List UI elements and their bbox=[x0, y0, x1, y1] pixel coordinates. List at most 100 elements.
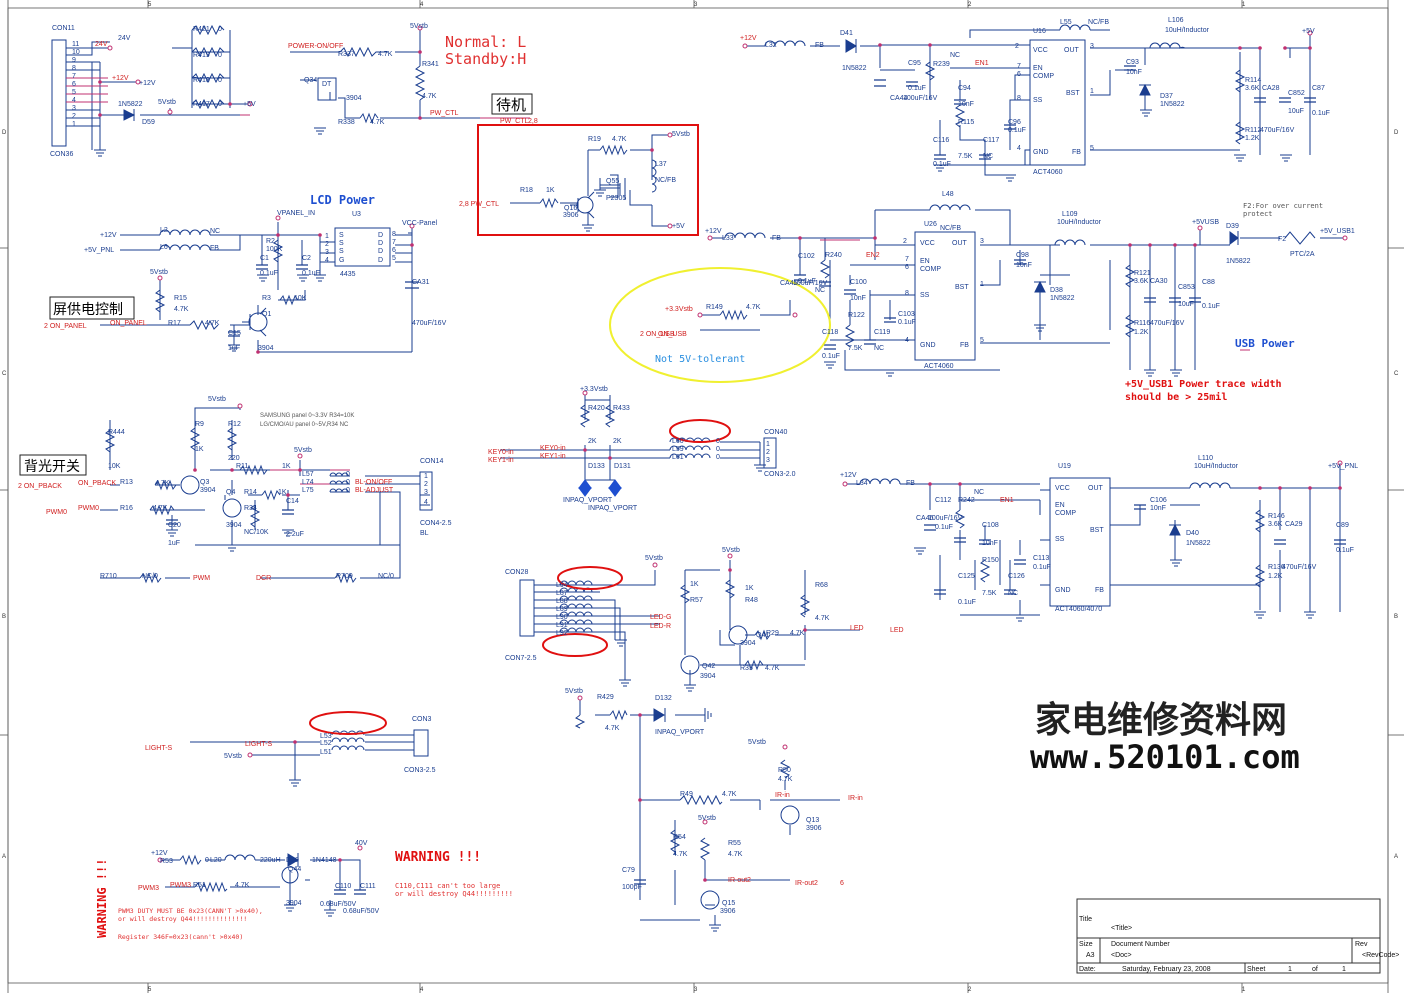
component-label-dcr: DCR bbox=[256, 575, 271, 582]
component-label-u19gnd: GND bbox=[1055, 587, 1071, 594]
component-label-c94: C94 bbox=[958, 85, 971, 92]
component-label-con36: CON36 bbox=[50, 151, 73, 158]
size-value: A3 bbox=[1086, 952, 1095, 959]
component-label-u19en: EN bbox=[1055, 502, 1065, 509]
component-label-c14: C14 bbox=[286, 498, 299, 505]
component-label-c93: C93 bbox=[1126, 59, 1139, 66]
component-label-r337v: 4.7K bbox=[378, 51, 393, 58]
component-label-lights: LIGHT-S bbox=[145, 745, 173, 752]
component-label-r2: R2 bbox=[266, 238, 275, 245]
component-label-r51: R51 bbox=[193, 882, 206, 889]
component-label-q1: Q1 bbox=[262, 311, 271, 318]
component-label-z9: 0 bbox=[716, 446, 720, 453]
component-label-pin5: 5 bbox=[72, 89, 76, 96]
component-label-l37v: NC/FB bbox=[655, 177, 676, 184]
component-label-v5c: +5V bbox=[1302, 28, 1315, 35]
component-label-p4: 4 bbox=[424, 499, 428, 506]
notes: Normal: L Standby:H 待机 LCD Power 屏供电控制 背… bbox=[19, 33, 1323, 941]
f2-note-2: protect bbox=[1243, 210, 1273, 218]
component-label-c125v: 0.1uF bbox=[958, 599, 976, 606]
component-label-u26p: ACT4060 bbox=[924, 363, 954, 370]
component-label-pin7: 7 bbox=[72, 73, 76, 80]
frame-col-label: 1 bbox=[1242, 987, 1246, 993]
component-label-v24b: 24V bbox=[118, 35, 131, 42]
component-label-pin6: 6 bbox=[72, 81, 76, 88]
component-label-v5stb5: 5Vstb bbox=[208, 396, 226, 403]
q34-body bbox=[317, 77, 337, 101]
component-label-c853: C853 bbox=[1178, 284, 1195, 291]
component-label-v12b: +12V bbox=[139, 80, 156, 87]
component-label-c108v: 10nF bbox=[982, 540, 998, 547]
backlight-cn-label: 背光开关 bbox=[24, 459, 80, 475]
component-label-v12g: +12V bbox=[151, 850, 168, 857]
component-label-z6: 0 bbox=[346, 479, 350, 486]
frame-col-label: 3 bbox=[694, 2, 698, 8]
component-label-u26n8: 8 bbox=[905, 290, 909, 297]
component-label-c112: C112 bbox=[935, 497, 951, 504]
component-label-r116: R116 bbox=[1134, 320, 1150, 327]
date-label: Date: bbox=[1079, 966, 1096, 973]
component-label-p2305: P2305 bbox=[606, 195, 626, 202]
component-label-c125: C125 bbox=[958, 573, 975, 580]
component-label-c96: C96 bbox=[1008, 119, 1021, 126]
component-label-u26comp: COMP bbox=[920, 266, 941, 273]
component-label-pin8: 8 bbox=[72, 65, 76, 72]
component-label-c100: C100 bbox=[850, 279, 867, 286]
component-label-q15p: 3906 bbox=[720, 908, 736, 915]
component-label-u16n6: 6 bbox=[1017, 71, 1021, 78]
component-label-c96v: 0.1uF bbox=[1008, 127, 1026, 134]
of-label: of bbox=[1312, 966, 1318, 973]
component-label-u16out: OUT bbox=[1064, 47, 1080, 54]
component-label-l48: L48 bbox=[942, 191, 954, 198]
component-label-v5a: +5V bbox=[243, 101, 256, 108]
component-label-v12e: +12V bbox=[705, 228, 722, 235]
component-label-onusb2: 2 ON_USB bbox=[640, 331, 675, 338]
component-label-l74: L74 bbox=[302, 479, 314, 486]
component-label-u26n5: 5 bbox=[980, 337, 984, 344]
component-label-u3p6: 6 bbox=[392, 247, 396, 254]
component-label-r68v: 4.7K bbox=[815, 615, 830, 622]
component-label-q1p: 3904 bbox=[258, 345, 274, 352]
component-label-l91: L91 bbox=[556, 622, 568, 629]
lcd-power-title: LCD Power bbox=[310, 193, 375, 207]
component-label-c14v: 2.2uF bbox=[286, 531, 304, 538]
component-label-l106v: 10uH/Inductor bbox=[1165, 27, 1210, 34]
component-label-r121v: 3.6K bbox=[1134, 278, 1149, 285]
component-label-f2: F2 bbox=[1278, 236, 1286, 243]
component-label-c1: C1 bbox=[260, 255, 269, 262]
component-label-r710v: NC/0 bbox=[142, 573, 158, 580]
component-label-c118v: 0.1uF bbox=[822, 353, 840, 360]
component-label-l32v: FB bbox=[815, 42, 824, 49]
component-label-u26n3: 3 bbox=[980, 238, 984, 245]
frame-col-label: 2 bbox=[968, 2, 972, 8]
component-label-r49v: 4.7K bbox=[722, 791, 737, 798]
component-label-v5stb10: 5Vstb bbox=[224, 753, 242, 760]
frame-col-label: 4 bbox=[420, 987, 424, 993]
component-label-led2: LED bbox=[890, 627, 904, 634]
title-block: Title <Title> Size A3 Document Number <D… bbox=[1079, 916, 1399, 973]
title-label: Title bbox=[1079, 916, 1092, 923]
component-label-pwm: PWM bbox=[193, 575, 210, 582]
frame-col-label: 1 bbox=[1242, 2, 1246, 8]
component-label-q15: Q15 bbox=[722, 900, 735, 907]
capacitor-symbols bbox=[166, 65, 1346, 895]
component-label-u3: U3 bbox=[352, 211, 361, 218]
component-label-r17v: 4.7K bbox=[205, 320, 220, 327]
watermark-url: www.520101.com bbox=[1030, 738, 1300, 776]
sheet-value: 1 bbox=[1288, 966, 1292, 973]
component-label-d39: D39 bbox=[1226, 223, 1239, 230]
component-label-u26ss: SS bbox=[920, 292, 930, 299]
component-label-l33v: FB bbox=[772, 235, 781, 242]
component-label-l33: L33 bbox=[722, 235, 734, 242]
component-label-l75: L75 bbox=[302, 487, 314, 494]
component-label-c2: C2 bbox=[302, 255, 311, 262]
component-label-r14: R14 bbox=[244, 489, 257, 496]
component-label-r444: R444 bbox=[108, 429, 125, 436]
component-label-irin2: IR-in bbox=[848, 795, 863, 802]
frame-row-label: B bbox=[2, 614, 6, 620]
component-label-u26gnd: GND bbox=[920, 342, 936, 349]
component-label-r3: R3 bbox=[262, 295, 271, 302]
component-label-d133: D133 bbox=[588, 463, 605, 470]
u16-body bbox=[1029, 39, 1086, 166]
component-label-l92: L92 bbox=[556, 630, 568, 637]
